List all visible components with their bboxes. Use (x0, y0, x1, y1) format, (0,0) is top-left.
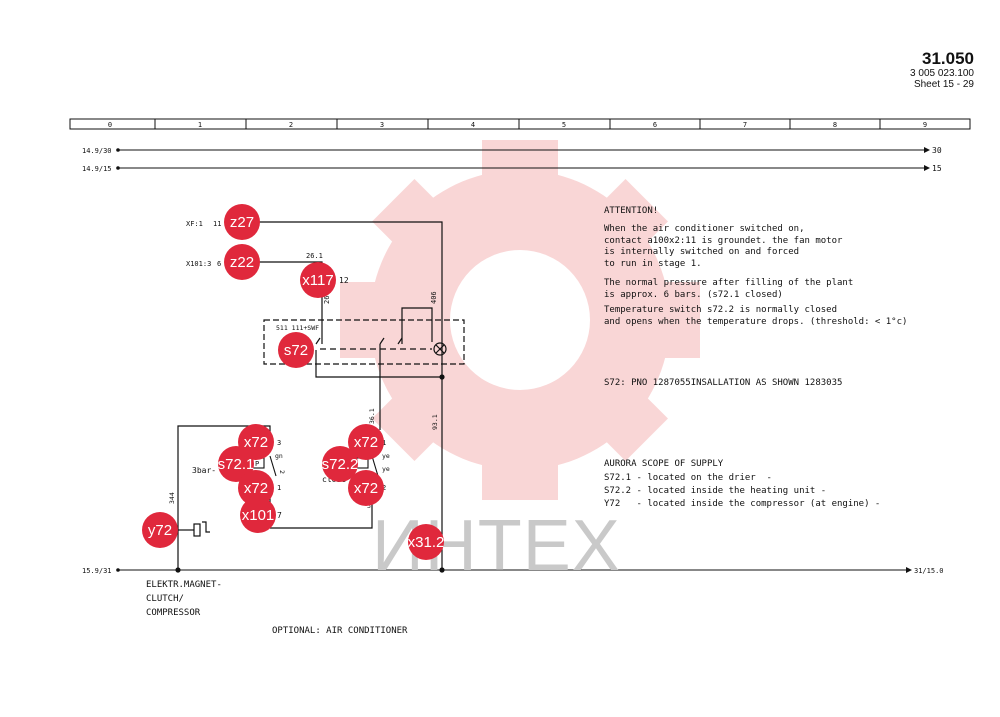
rail-31: 15.9/31 31/15.0 (82, 567, 944, 575)
note-paragraph: Temperature switch s72.2 is normally clo… (604, 305, 908, 327)
s72-contacts (315, 337, 403, 345)
terminal-label: 6 (217, 260, 221, 268)
wire-label: 406 (430, 291, 438, 304)
column-label: 8 (833, 121, 837, 129)
document-number: 31.050 (922, 49, 974, 68)
column-label: 3 (380, 121, 384, 129)
wire-label: 26.1 (306, 252, 323, 260)
pin-label: 3 (367, 502, 371, 510)
clutch-coil-symbol (193, 521, 210, 537)
title-block: 31.050 3 005 023.100 Sheet 15 - 29 (910, 49, 974, 91)
rail-label: 14.9/30 (82, 147, 112, 155)
rail-15: 14.9/15 15 (82, 164, 942, 173)
clutch-caption: ELEKTR.MAGNET- CLUTCH/ COMPRESSOR (146, 578, 222, 620)
pin-label: P (255, 460, 259, 468)
component-badge-x117[interactable]: x117 (300, 262, 336, 298)
column-label: 7 (743, 121, 747, 129)
color-label: ye (382, 465, 390, 473)
junction-dot (175, 567, 181, 573)
terminal-label: 12 (339, 276, 349, 285)
rail-label: 30 (932, 146, 942, 155)
pin-label: 3 (277, 439, 281, 447)
sheet-number: Sheet 15 - 29 (913, 79, 974, 90)
component-badge-z27[interactable]: z27 (224, 204, 260, 240)
scope-item: Y72 - located inside the compressor (at … (604, 499, 881, 509)
part-label: 511 111+SWF (276, 324, 319, 332)
wire-label: 344 (168, 492, 176, 504)
junction-dot (439, 567, 445, 573)
component-badge-s72-1[interactable]: s72.1 (218, 446, 254, 482)
optional-caption: OPTIONAL: AIR CONDITIONER (272, 626, 408, 636)
column-label: 0 (108, 121, 112, 129)
component-badge-x31-2[interactable]: x31.2 (408, 524, 444, 560)
pin-label: 1 (277, 484, 281, 492)
junction-dot (439, 374, 445, 380)
column-ruler: 0 1 2 3 4 5 6 7 8 9 (69, 118, 971, 130)
color-label: gn (275, 452, 283, 460)
scope-item: S72.2 - located inside the heating unit … (604, 486, 827, 496)
rail-label: 15.9/31 (82, 567, 112, 575)
pin-label: 2 (278, 470, 286, 474)
component-badge-x101[interactable]: x101 (240, 497, 276, 533)
rail-label: 31/15.0 (914, 567, 944, 575)
column-label: 9 (923, 121, 927, 129)
column-label: 5 (562, 121, 566, 129)
note-paragraph: The normal pressure after filling of the… (604, 278, 854, 300)
pin-label: 1 (382, 439, 386, 447)
rail-label: 15 (932, 164, 942, 173)
note-paragraph: When the air conditioner switched on, co… (604, 224, 843, 269)
rail-30: 14.9/30 30 (82, 146, 942, 155)
switch-caption: 3bar- (192, 466, 216, 475)
component-badge-x72[interactable]: x72 (348, 470, 384, 506)
wire-label: 26 (323, 296, 331, 304)
terminal-label: XF:1 (186, 220, 203, 228)
pin-label: 7 (277, 511, 282, 520)
column-label: 4 (471, 121, 475, 129)
clutch-caption-line: COMPRESSOR (146, 608, 201, 618)
component-badge-x72[interactable]: x72 (238, 424, 274, 460)
column-label: 6 (653, 121, 657, 129)
scope-title: AURORA SCOPE OF SUPPLY (604, 459, 724, 469)
installation-note: S72: PNO 1287055INSALLATION AS SHOWN 128… (604, 378, 843, 388)
wire-label: 93.1 (431, 414, 439, 430)
component-badge-y72[interactable]: y72 (142, 512, 178, 548)
column-label: 2 (289, 121, 293, 129)
part-number: 3 005 023.100 (910, 68, 974, 79)
clutch-caption-line: CLUTCH/ (146, 594, 184, 604)
watermark-gear-hole (450, 250, 590, 390)
clutch-caption-line: ELEKTR.MAGNET- (146, 580, 222, 590)
terminal-label: X101:3 (186, 260, 211, 268)
wire-label: 36.1 (368, 408, 376, 424)
column-label: 1 (198, 121, 202, 129)
color-label: ye (382, 452, 390, 460)
rail-label: 14.9/15 (82, 165, 112, 173)
scope-item: S72.1 - located on the drier - (604, 473, 772, 483)
terminal-label: 11 (213, 220, 221, 228)
pin-label: 2 (382, 484, 386, 492)
component-badge-s72[interactable]: s72 (278, 332, 314, 368)
component-badge-z22[interactable]: z22 (224, 244, 260, 280)
attention-title: ATTENTION! (604, 206, 659, 216)
